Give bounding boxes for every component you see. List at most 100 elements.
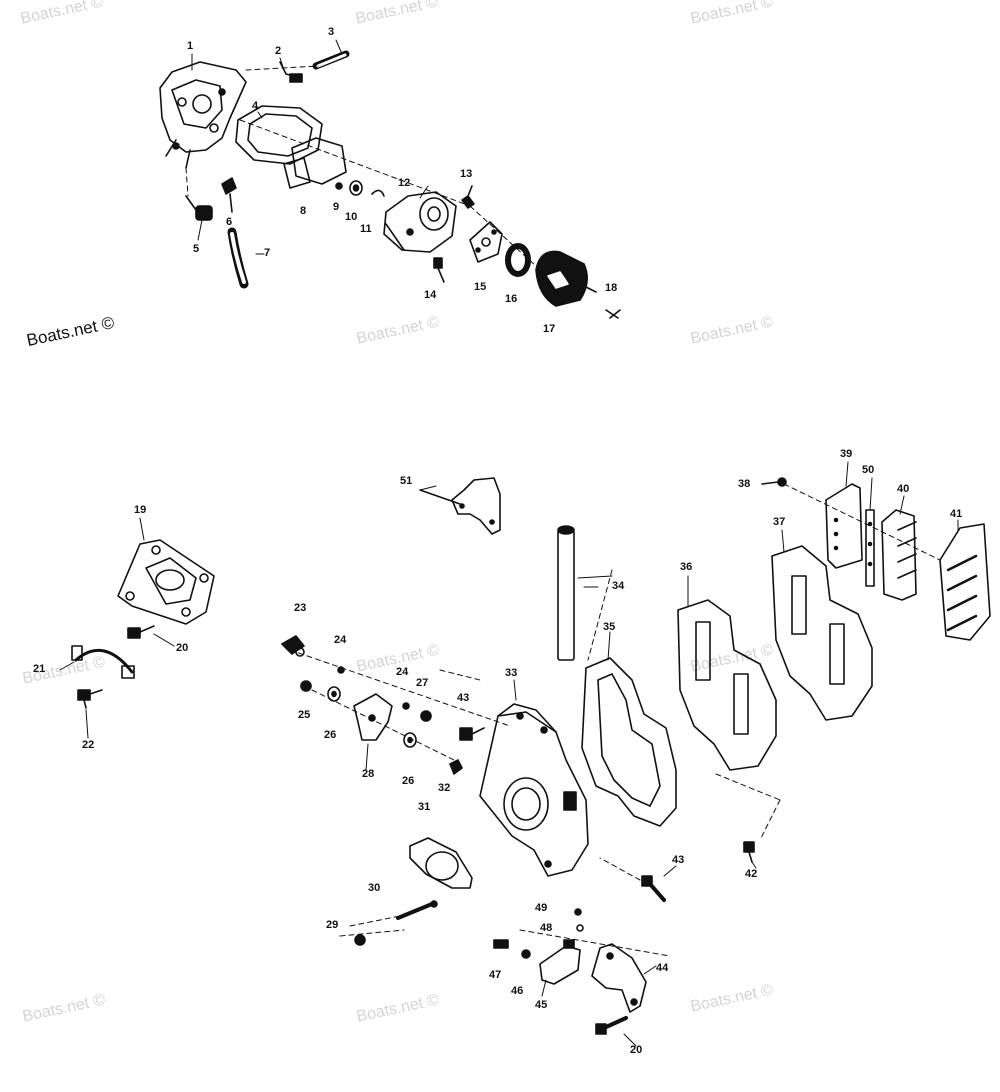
- gasket-upper: [235, 105, 323, 165]
- part-label-8: 8: [300, 205, 307, 217]
- part-label-14: 14: [424, 289, 437, 301]
- fitting-23: [281, 635, 305, 657]
- carburetor-gasket: [409, 837, 473, 889]
- knob: [185, 195, 213, 221]
- screw-47: [493, 939, 509, 949]
- part-label-24-a: 24: [334, 634, 347, 646]
- part-label-34: 34: [612, 580, 625, 592]
- part-label-16: 16: [505, 293, 518, 305]
- pump-cap: [535, 250, 597, 307]
- nut-25: [300, 680, 312, 692]
- part-label-51: 51: [400, 475, 413, 487]
- part-label-12: 12: [398, 177, 411, 189]
- part-label-38: 38: [738, 478, 751, 490]
- washer-26b: [403, 732, 417, 748]
- part-label-7: 7: [264, 247, 271, 259]
- screw-14: [433, 257, 445, 283]
- reed-petals: [881, 509, 917, 601]
- manifold-gasket: [581, 657, 677, 827]
- part-label-3: 3: [328, 26, 335, 38]
- retaining-pin: [605, 309, 621, 319]
- reed-plate-36: [677, 599, 777, 771]
- reed-stop: [825, 483, 863, 569]
- part-label-39: 39: [840, 448, 853, 460]
- diaphragm: [283, 137, 347, 189]
- part-label-33: 33: [505, 667, 518, 679]
- mounting-bracket: [591, 943, 647, 1013]
- part-label-50: 50: [862, 464, 875, 476]
- part-label-18: 18: [605, 282, 618, 294]
- part-label-15: 15: [474, 281, 487, 293]
- nut-24b: [402, 702, 410, 710]
- bolt-43b: [641, 875, 666, 902]
- part-label-25: 25: [298, 709, 311, 721]
- bolt-20-top: [127, 625, 155, 639]
- part-label-30: 30: [368, 882, 381, 894]
- washer: [349, 180, 363, 196]
- part-label-21: 21: [33, 663, 46, 675]
- part-label-27: 27: [416, 677, 429, 689]
- part-label-42: 42: [745, 868, 758, 880]
- part-label-40: 40: [897, 483, 910, 495]
- part-label-46: 46: [511, 985, 524, 997]
- part-label-19: 19: [134, 504, 147, 516]
- spring-clip: [371, 189, 385, 197]
- nut-46: [521, 949, 531, 959]
- part-label-4: 4: [252, 100, 259, 112]
- part-label-37: 37: [773, 516, 786, 528]
- reed-block: [939, 523, 991, 641]
- part-label-49: 49: [535, 902, 548, 914]
- reed-plate-37: [771, 545, 873, 721]
- bolt-43a: [459, 727, 485, 741]
- part-label-5: 5: [193, 243, 200, 255]
- washer-26a: [327, 686, 341, 702]
- spring-32: [449, 759, 463, 775]
- part-label-20-top: 20: [176, 642, 189, 654]
- part-label-22: 22: [82, 739, 95, 751]
- shaft-rod: [557, 525, 575, 661]
- screw-13: [461, 185, 475, 209]
- part-label-28: 28: [362, 768, 375, 780]
- part-label-32: 32: [438, 782, 451, 794]
- part-label-43-a: 43: [457, 692, 470, 704]
- nut-49: [574, 908, 582, 916]
- part-label-47: 47: [489, 969, 502, 981]
- check-ball: [335, 182, 343, 190]
- valve-plate: [469, 221, 503, 263]
- part-label-44: 44: [656, 962, 669, 974]
- part-label-31: 31: [418, 801, 431, 813]
- throttle-lever: [353, 693, 393, 741]
- part-label-23: 23: [294, 602, 307, 614]
- part-label-6: 6: [226, 216, 233, 228]
- part-label-1: 1: [187, 40, 194, 52]
- nut-24a: [337, 666, 345, 674]
- washer-48: [576, 924, 584, 932]
- part-label-26-a: 26: [324, 729, 337, 741]
- part-label-20-bottom: 20: [630, 1044, 643, 1056]
- nut-27: [420, 710, 432, 722]
- throttle-shaft: [396, 900, 438, 920]
- bracket-plate: [117, 539, 215, 625]
- bolt-22: [77, 689, 103, 709]
- part-label-35: 35: [603, 621, 616, 633]
- part-label-48: 48: [540, 922, 553, 934]
- bolt-42: [743, 841, 755, 863]
- reed-strip: [865, 509, 875, 587]
- part-label-41: 41: [950, 508, 963, 520]
- part-label-24-b: 24: [396, 666, 409, 678]
- elbow-fitting: [279, 61, 303, 83]
- part-label-45: 45: [535, 999, 548, 1011]
- hose-clamp: [71, 645, 135, 679]
- part-label-17: 17: [543, 323, 556, 335]
- screw-38: [761, 477, 787, 487]
- part-label-36: 36: [680, 561, 693, 573]
- part-label-26-b: 26: [402, 775, 415, 787]
- intake-manifold: [479, 703, 589, 877]
- part-label-9: 9: [333, 201, 340, 213]
- nut-29: [354, 934, 366, 946]
- bracket-45: [539, 939, 581, 985]
- part-label-13: 13: [460, 168, 473, 180]
- part-label-11: 11: [360, 223, 372, 235]
- o-ring-seal: [505, 243, 531, 277]
